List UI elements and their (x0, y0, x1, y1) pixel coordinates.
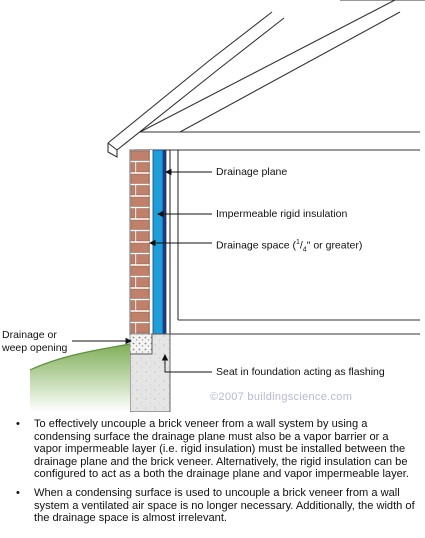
brick (130, 219, 150, 230)
brick (130, 288, 150, 299)
brick (130, 311, 150, 322)
brick (130, 265, 150, 276)
brick (130, 150, 150, 161)
brick (130, 323, 136, 334)
brick (136, 300, 150, 311)
brick (130, 231, 136, 242)
brick (130, 254, 136, 265)
brick (130, 300, 136, 311)
callout-impermeable-rigid-insulation: Impermeable rigid insulation (216, 208, 348, 220)
roof (107, 0, 425, 158)
leader-lines (72, 168, 212, 373)
note-item: •When a condensing surface is used to un… (16, 486, 415, 525)
brick (136, 254, 150, 265)
weep-gravel (129, 333, 153, 355)
brick (130, 185, 136, 196)
callout-drainage-space: Drainage space (1/4" or greater) (216, 239, 363, 254)
brick (136, 231, 150, 242)
drainage-plane (163, 150, 166, 334)
brick (130, 277, 136, 288)
notes-list: •To effectively uncouple a brick veneer … (14, 418, 419, 531)
callout-drainage-or: Drainage or (2, 329, 57, 341)
copyright-watermark: ©2007 buildingscience.com (210, 391, 353, 403)
brick (136, 162, 150, 173)
callout-weep-opening: weep opening (2, 342, 68, 354)
brick (136, 208, 150, 219)
brick (130, 208, 136, 219)
brick (130, 173, 150, 184)
interior-framing (135, 149, 420, 335)
callout-seat-in-foundation: Seat in foundation acting as flashing (216, 366, 385, 378)
brick (130, 196, 150, 207)
foundation-wall (129, 333, 171, 412)
note-text: When a condensing surface is used to unc… (34, 486, 415, 525)
note-text: To effectively uncouple a brick veneer f… (34, 418, 409, 481)
note-item: •To effectively uncouple a brick veneer … (16, 418, 409, 481)
brick (136, 323, 150, 334)
brick (136, 277, 150, 288)
grass (30, 344, 130, 412)
brick (136, 185, 150, 196)
brick (130, 242, 150, 253)
callout-drainage-plane: Drainage plane (216, 166, 288, 178)
wall-section-diagram (29, 0, 425, 412)
brick (130, 162, 136, 173)
brick-veneer (129, 149, 151, 335)
